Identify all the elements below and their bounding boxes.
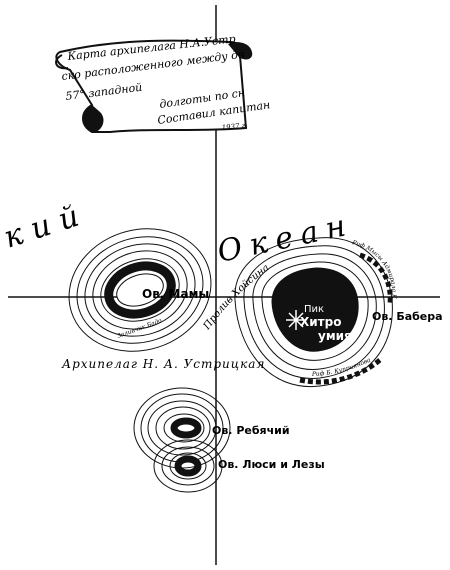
peak-marker [286,310,306,330]
label-peak-name-2: умия [318,329,352,343]
label-babera: Ов. Бабера [372,310,443,323]
cartouche-line-6: 1937 г. [221,121,248,132]
archipelago-label: Архипелаг Н. А. Устрицкая [61,357,265,371]
label-rebyachiy: Ов. Ребячий [212,424,290,437]
label-lyusi: Ов. Люси и Лезы [218,458,325,471]
island-mamy [68,228,212,352]
reef-top [359,252,393,305]
island-lyusi [153,439,223,493]
ocean-label-left: кий [0,196,93,256]
reef-bottom [299,358,382,385]
label-peak: Пик [304,304,324,315]
label-peak-name-1: Хитро [300,315,341,329]
title-cartouche: Карта архипелага Н.А.Устр ско расположен… [55,32,271,133]
label-mamy: Ов. Мамы [142,287,209,301]
